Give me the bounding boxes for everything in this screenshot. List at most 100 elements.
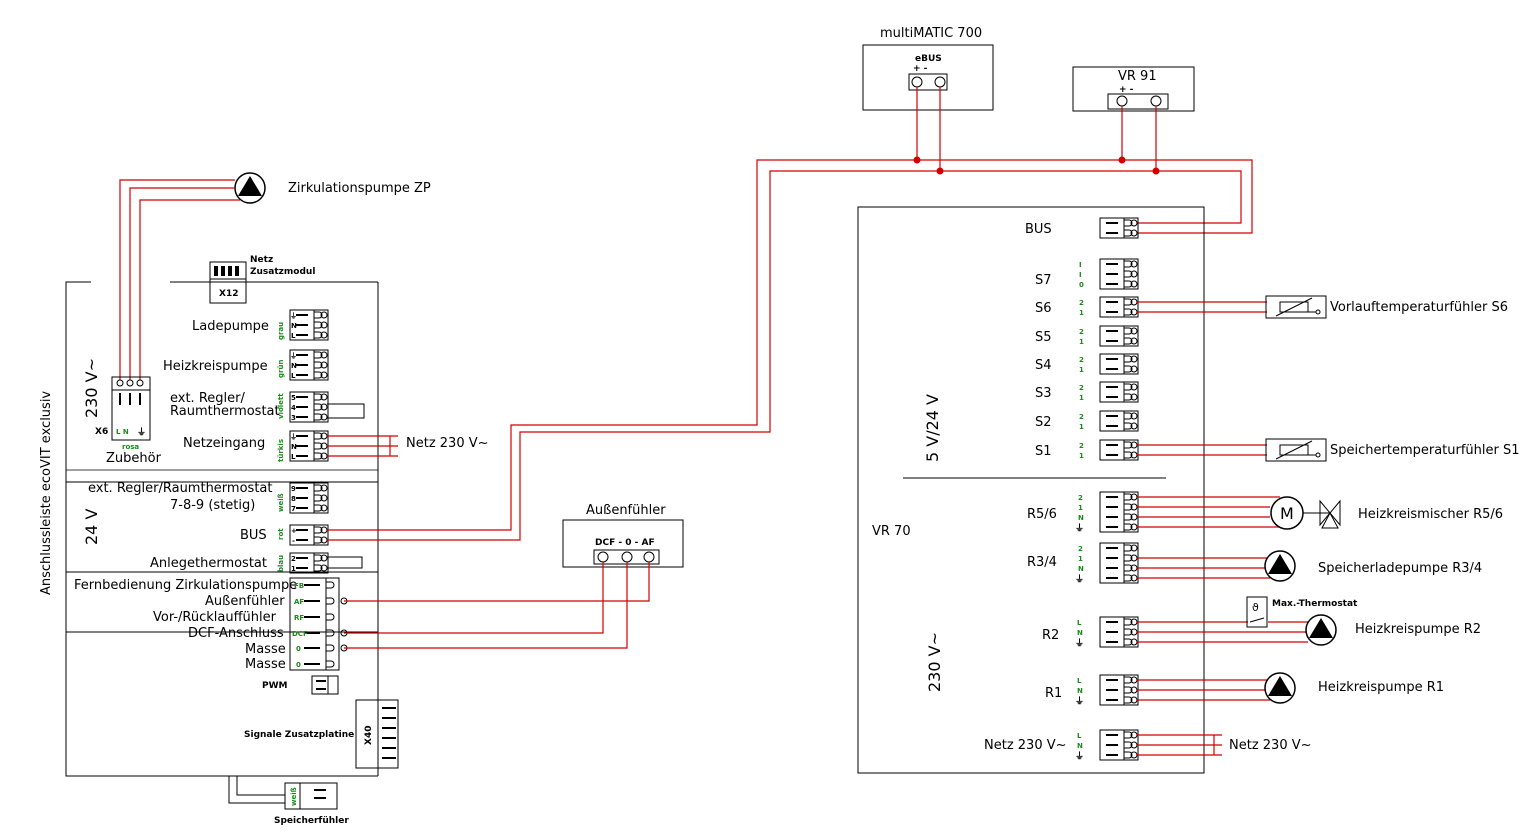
color-tuerkis: türkis — [277, 439, 285, 462]
x40-label: X40 — [364, 726, 374, 745]
maxthermo-label: Max.-Thermostat — [1272, 599, 1358, 609]
mixer-motor-icon: M — [1270, 496, 1341, 530]
pin: L — [291, 372, 296, 380]
pin: 2 — [1078, 494, 1083, 502]
sensor-s2-label: S2 — [1035, 415, 1052, 430]
pin: 7 — [291, 505, 296, 513]
vr91-title: VR 91 — [1118, 69, 1157, 84]
pin: L — [1077, 732, 1082, 740]
vr91-box: VR 91 + - — [1072, 66, 1195, 112]
terminal-r56 — [1099, 491, 1139, 533]
pin: ⏚ — [1075, 574, 1084, 585]
pin: I — [1079, 261, 1082, 269]
pwm-label: PWM — [262, 681, 288, 691]
color-rot: rot — [277, 528, 285, 540]
multimatic-box: multiMATIC 700 eBUS + - — [862, 26, 994, 111]
vorlauf-label: Vorlauftemperaturfühler S6 — [1330, 300, 1508, 315]
terminal-s5 — [1099, 325, 1139, 347]
pin: 0 — [1079, 281, 1084, 289]
aussenf-label: Außenfühler — [205, 594, 285, 609]
circulation-pump-icon — [234, 172, 266, 204]
speicher-sensor-icon — [1265, 438, 1327, 462]
sensor-s1-label: S1 — [1035, 444, 1052, 459]
side-label: Anschlussleiste ecoVIT exclusiv — [39, 391, 54, 595]
color-blau: blau — [277, 555, 285, 572]
signale-label: Signale Zusatzplatine — [244, 730, 354, 740]
pin: - — [292, 537, 295, 545]
pin: N — [1077, 742, 1083, 750]
pin: 2 — [1079, 328, 1084, 336]
pin: ⏚ — [1075, 696, 1084, 707]
ebus-pm: + - — [913, 64, 928, 74]
ext-789-label-2: 7-8-9 (stetig) — [170, 498, 255, 513]
aussenfuehler-title: Außenfühler — [586, 503, 666, 518]
terminal-s1 — [1099, 439, 1139, 461]
pin: 1 — [1079, 452, 1084, 460]
hkp-r2-pump-icon — [1305, 614, 1337, 646]
pwm-connector — [311, 675, 339, 695]
pin: ⏚ — [1075, 751, 1084, 762]
vr91-pm: + - — [1119, 85, 1134, 95]
sensor-s6-label: S6 — [1035, 301, 1052, 316]
pin: 1 — [1079, 366, 1084, 374]
ladepumpe-label: Ladepumpe — [192, 319, 269, 334]
pin: 1 — [1078, 504, 1083, 512]
color-weiss2: weiß — [290, 787, 298, 806]
x12-top-label: Netz — [250, 255, 273, 265]
terminal-vr70-netz — [1099, 729, 1139, 761]
terminal-s6 — [1099, 296, 1139, 318]
pin: 9 — [291, 485, 296, 493]
vr70-5-24: 5 V/24 V — [923, 394, 942, 462]
pin: 2 — [1078, 545, 1083, 553]
pin: 1 — [1078, 555, 1083, 563]
x6-rosa: rosa — [122, 443, 139, 451]
anlege-label: Anlegethermostat — [150, 556, 267, 571]
r34-label: R3/4 — [1027, 555, 1057, 570]
terminal-s7 — [1099, 258, 1139, 290]
vr70-box: VR 70 5 V/24 V 230 V~ BUS S7 I I 0 S6 S5… — [857, 206, 1205, 774]
pin: 2 — [1079, 442, 1084, 450]
hkp-r1-label: Heizkreispumpe R1 — [1318, 680, 1444, 695]
pin: L — [291, 332, 296, 340]
pin: N — [291, 322, 297, 330]
x12-bottom-label: Zusatzmodul — [250, 267, 315, 277]
pin: AF — [294, 598, 304, 606]
pin: 1 — [1079, 423, 1084, 431]
color-grau: grau — [277, 322, 285, 340]
terminal-s2 — [1099, 410, 1139, 432]
x6-ln-label: L N — [116, 428, 129, 436]
speicherfuehler-connector: weiß — [284, 782, 338, 810]
pin: 5 — [291, 394, 296, 402]
hkp-r2-label: Heizkreispumpe R2 — [1355, 622, 1481, 637]
pin: 4 — [291, 404, 296, 412]
pin: 0 — [296, 661, 301, 669]
voltage-230: 230 V~ — [82, 358, 101, 418]
color-violett: violett — [277, 393, 285, 419]
pin: I — [1079, 271, 1082, 279]
theta: ϑ — [1252, 601, 1259, 614]
pin: ⏚ — [1075, 638, 1084, 649]
sensor-s7-label: S7 — [1035, 273, 1052, 288]
masse2-label: Masse — [245, 657, 286, 672]
x6-zubehoer: Zubehör — [106, 451, 162, 466]
sensor-s5-label: S5 — [1035, 330, 1052, 345]
pin: 2 — [1079, 384, 1084, 392]
fernbed-label: Fernbedienung Zirkulationspumpe — [74, 578, 297, 593]
pin: 1 — [291, 565, 296, 573]
pin: RF — [294, 614, 304, 622]
pin: 1 — [1079, 394, 1084, 402]
r1-label: R1 — [1045, 686, 1062, 701]
vr70-bus-label: BUS — [1025, 222, 1052, 237]
color-weiss: weiß — [277, 493, 285, 512]
terminal-fb-block — [289, 577, 348, 671]
vorlauf-sensor-icon — [1265, 295, 1327, 319]
pin: N — [1077, 629, 1083, 637]
sensor-s4-label: S4 — [1035, 358, 1052, 373]
vr70-230: 230 V~ — [925, 632, 944, 692]
speichertemp-label: Speichertemperaturfühler S1 — [1330, 443, 1520, 458]
pin: DCF — [292, 630, 308, 638]
speicherfuehler-label: Speicherfühler — [274, 816, 349, 826]
pin: L — [1077, 619, 1082, 627]
heizkreispumpe-label: Heizkreispumpe — [163, 359, 268, 374]
